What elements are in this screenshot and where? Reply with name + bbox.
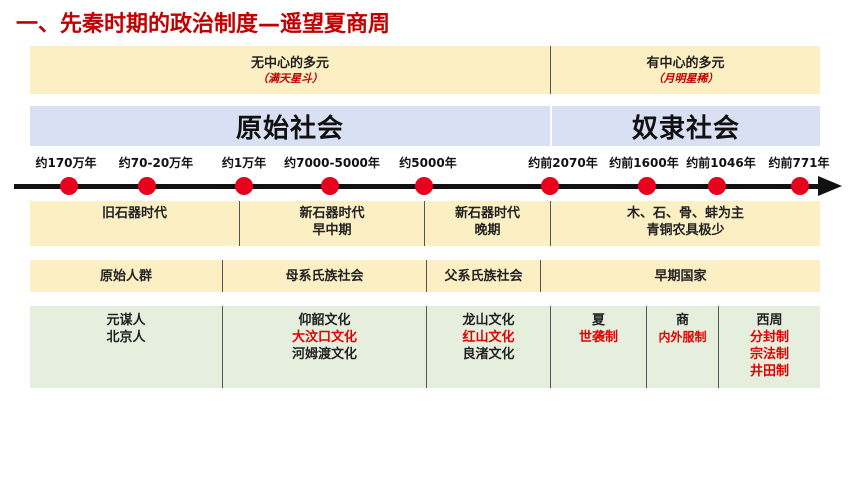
culture-item: 龙山文化	[462, 313, 515, 328]
societies-band	[30, 260, 820, 292]
top-band-right: 有中心的多元 （月明星稀）	[551, 46, 820, 94]
cultures-divider	[550, 306, 551, 388]
age-line: 早中期	[312, 223, 352, 238]
culture-item: 仰韶文化	[298, 313, 351, 328]
age-neolithic-early: 新石器时代 早中期	[240, 205, 424, 239]
society-cell: 早期国家	[541, 260, 820, 292]
society-label: 早期国家	[654, 268, 707, 284]
era-band	[30, 106, 820, 146]
age-line: 新石器时代	[299, 206, 365, 221]
timeline-dot	[791, 177, 809, 195]
societies-divider	[426, 260, 427, 292]
culture-item: 元谋人	[106, 313, 146, 328]
culture-early-humans: 元谋人 北京人	[30, 312, 222, 346]
timeline-date: 约5000年	[399, 156, 457, 170]
timeline-date: 约前1600年	[609, 156, 679, 170]
cultures-divider	[646, 306, 647, 388]
timeline-dot	[321, 177, 339, 195]
society-label: 母系氏族社会	[285, 268, 364, 284]
timeline-date: 约7000-5000年	[284, 156, 380, 170]
timeline-arrow-icon	[818, 176, 842, 196]
ages-divider	[424, 201, 425, 246]
dynasty-shang: 商 内外服制	[647, 312, 718, 346]
timeline-date: 约前2070年	[528, 156, 598, 170]
society-label: 父系氏族社会	[444, 268, 523, 284]
timeline-dot	[708, 177, 726, 195]
cultures-divider	[426, 306, 427, 388]
top-band-left-sub: （满天星斗）	[257, 71, 323, 85]
age-line: 新石器时代	[454, 206, 520, 221]
timeline-date: 约前771年	[768, 156, 830, 170]
era-slave: 奴隶社会	[552, 106, 820, 146]
age-line: 旧石器时代	[101, 206, 167, 221]
dynasty-zhou: 西周 分封制 宗法制 井田制	[719, 312, 820, 380]
timeline-dot	[235, 177, 253, 195]
culture-patriarchal: 龙山文化 红山文化 良渚文化	[427, 312, 550, 363]
top-band	[30, 46, 820, 94]
system-item: 分封制	[749, 330, 789, 345]
culture-item: 河姆渡文化	[291, 347, 357, 362]
age-neolithic-late: 新石器时代 晚期	[425, 205, 550, 239]
system-item: 内外服制	[658, 330, 707, 344]
society-label: 原始人群	[99, 268, 152, 284]
culture-item-highlight: 大汶口文化	[291, 330, 357, 345]
system-item: 世袭制	[578, 330, 618, 345]
ages-band	[30, 201, 820, 246]
timeline-date: 约70-20万年	[118, 156, 194, 170]
cultures-divider	[222, 306, 223, 388]
system-item: 宗法制	[749, 347, 789, 362]
timeline-dot	[638, 177, 656, 195]
era-primitive-label: 原始社会	[235, 113, 344, 144]
timeline-date: 约170万年	[35, 156, 97, 170]
society-cell: 原始人群	[30, 260, 222, 292]
top-band-right-sub: （月明星稀）	[652, 71, 719, 85]
culture-item-highlight: 红山文化	[462, 330, 515, 345]
dynasty-name: 商	[675, 313, 689, 328]
society-cell: 母系氏族社会	[223, 260, 426, 292]
timeline-dot	[415, 177, 433, 195]
culture-matriarchal: 仰韶文化 大汶口文化 河姆渡文化	[223, 312, 426, 363]
age-line: 木、石、骨、蚌为主	[626, 206, 744, 221]
age-line: 晚期	[474, 223, 501, 238]
top-band-left-label: 无中心的多元	[250, 55, 329, 71]
timeline-dot	[138, 177, 156, 195]
societies-divider	[222, 260, 223, 292]
dynasty-xia: 夏 世袭制	[551, 312, 646, 346]
age-paleolithic: 旧石器时代	[30, 205, 239, 222]
culture-item: 北京人	[106, 330, 146, 345]
era-primitive: 原始社会	[30, 106, 550, 146]
societies-divider	[540, 260, 541, 292]
timeline-dot	[60, 177, 78, 195]
society-cell: 父系氏族社会	[427, 260, 540, 292]
cultures-divider	[718, 306, 719, 388]
top-band-right-label: 有中心的多元	[646, 55, 725, 71]
dynasty-name: 夏	[591, 313, 605, 328]
timeline-dot	[541, 177, 559, 195]
timeline-date: 约1万年	[221, 156, 267, 170]
era-slave-label: 奴隶社会	[631, 113, 740, 144]
dynasty-name: 西周	[756, 313, 783, 328]
system-item: 井田制	[749, 364, 789, 379]
cultures-band	[30, 306, 820, 388]
era-band-divider	[550, 106, 552, 146]
ages-divider	[550, 201, 551, 246]
top-band-left: 无中心的多元 （满天星斗）	[30, 46, 550, 94]
age-line: 青铜农具极少	[646, 223, 725, 238]
ages-divider	[239, 201, 240, 246]
age-bronze: 木、石、骨、蚌为主 青铜农具极少	[551, 205, 820, 239]
culture-item: 良渚文化	[462, 347, 515, 362]
timeline-date: 约前1046年	[686, 156, 756, 170]
top-band-divider	[550, 46, 551, 94]
page-title: 一、先秦时期的政治制度—遥望夏商周	[16, 12, 391, 37]
